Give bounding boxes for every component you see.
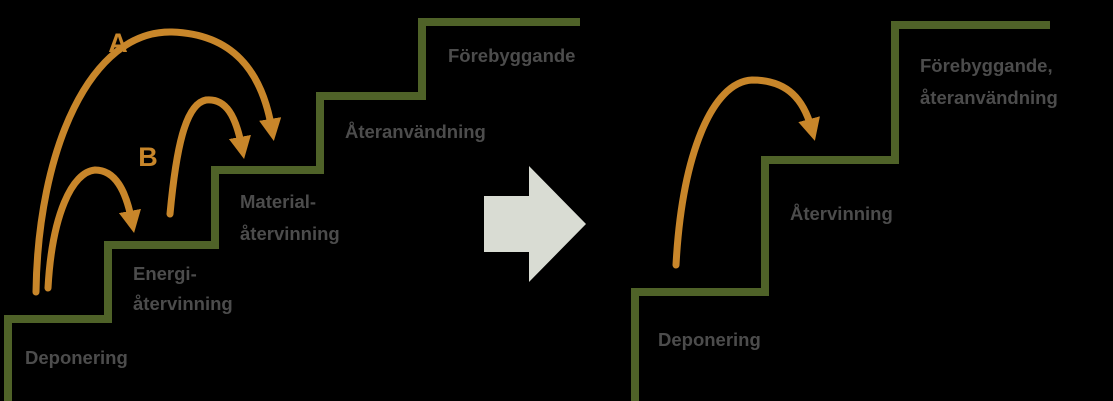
right-step-label-forebyggande-ateranvandning: Förebyggande, återanvändning bbox=[920, 55, 1058, 108]
left-step-energiatervinning-line-1: Energi- bbox=[133, 263, 197, 284]
arrow-deponering-to-energiatervinning bbox=[44, 166, 141, 292]
left-step-label-deponering: Deponering bbox=[25, 347, 128, 368]
left-step-ateranvandning-line-1: Återanvändning bbox=[345, 121, 486, 142]
left-step-label-ateranvandning: Återanvändning bbox=[345, 121, 486, 142]
left-step-materialatervinning-line-2: återvinning bbox=[240, 223, 340, 244]
left-staircase-outline bbox=[4, 18, 580, 401]
left-step-forebyggande-line-1: Förebyggande bbox=[448, 45, 575, 66]
right-step-forebyggande-line-2: återanvändning bbox=[920, 87, 1058, 108]
right-step-label-deponering: Deponering bbox=[658, 329, 761, 350]
arrow-deponering-to-atervinning bbox=[672, 76, 820, 269]
transition-arrow-shape bbox=[484, 166, 586, 282]
right-staircase-outline bbox=[631, 21, 1050, 401]
left-step-label-energiatervinning: Energi- återvinning bbox=[133, 263, 233, 314]
left-step-deponering-line-1: Deponering bbox=[25, 347, 128, 368]
left-step-energiatervinning-line-2: återvinning bbox=[133, 293, 233, 314]
arrow-a-deponering-to-ateranvandning bbox=[32, 28, 282, 296]
left-step-label-forebyggande: Förebyggande bbox=[448, 45, 575, 66]
left-step-label-materialatervinning: Material- återvinning bbox=[240, 191, 340, 244]
arrow-b-energiatervinning-to-materialatervinning bbox=[166, 96, 251, 218]
jump-label-a: A bbox=[108, 28, 128, 58]
left-step-materialatervinning-line-1: Material- bbox=[240, 191, 316, 212]
jump-label-b: B bbox=[138, 142, 158, 172]
right-step-forebyggande-line-1: Förebyggande, bbox=[920, 55, 1053, 76]
right-step-atervinning-line-1: Återvinning bbox=[790, 203, 893, 224]
right-step-deponering-line-1: Deponering bbox=[658, 329, 761, 350]
right-step-label-atervinning: Återvinning bbox=[790, 203, 893, 224]
